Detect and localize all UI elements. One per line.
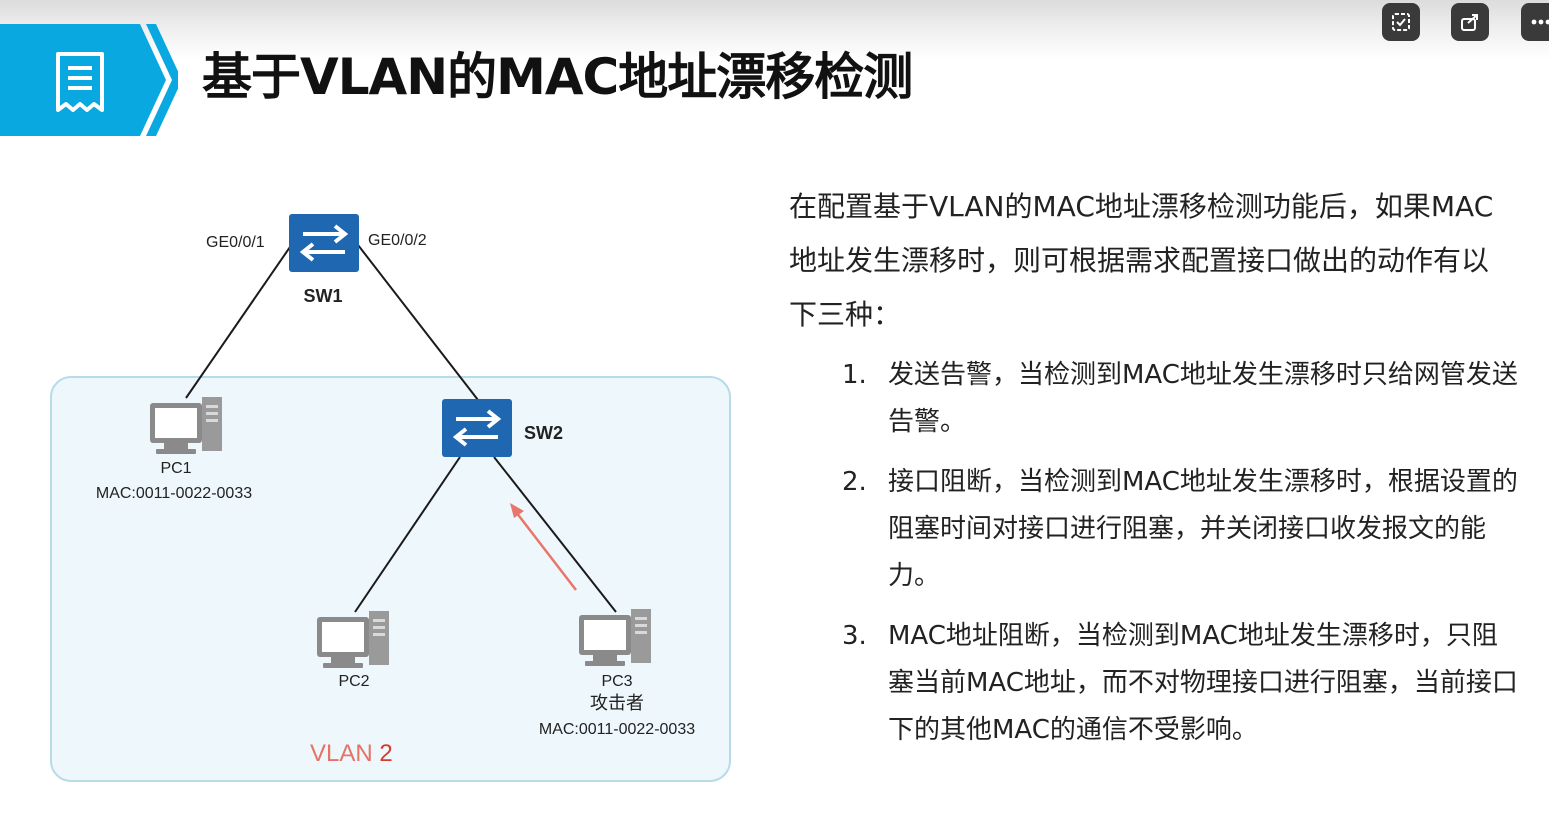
- vlan-label: VLAN 2: [310, 740, 393, 767]
- vlan-area: [50, 376, 731, 782]
- sw2-switch-icon: [440, 397, 514, 459]
- list-item-text: 接口阻断，当检测到MAC地址发生漂移时，根据设置的阻塞时间对接口进行阻塞，并关闭…: [888, 467, 1518, 591]
- sw1-switch-icon: [287, 212, 361, 274]
- title-banner: [0, 24, 178, 136]
- top-shade: [0, 0, 1549, 60]
- vlan-name: VLAN: [310, 740, 379, 767]
- list-item-text: 发送告警，当检测到MAC地址发生漂移时只给网管发送告警。: [888, 360, 1518, 437]
- list-item-number: 1.: [842, 360, 867, 390]
- list-item-number: 2.: [842, 467, 867, 497]
- attack-arrow: [510, 503, 577, 591]
- list-item: 3. MAC地址阻断，当检测到MAC地址发生漂移时，只阻塞当前MAC地址，而不对…: [838, 613, 1518, 754]
- pc3-mac: MAC:0011-0022-0033: [539, 721, 695, 738]
- action-list: 1. 发送告警，当检测到MAC地址发生漂移时只给网管发送告警。 2. 接口阻断，…: [838, 352, 1518, 767]
- list-item: 2. 接口阻断，当检测到MAC地址发生漂移时，根据设置的阻塞时间对接口进行阻塞，…: [838, 459, 1518, 600]
- sw1-port-left-label: GE0/0/1: [206, 234, 265, 251]
- network-diagram: GE0/0/1 GE0/0/2 SW1 SW2 PC1 MAC:0011-002…: [50, 212, 731, 782]
- list-item: 1. 发送告警，当检测到MAC地址发生漂移时只给网管发送告警。: [838, 352, 1518, 446]
- pc2-label: PC2: [338, 673, 369, 690]
- pc3-label: PC3: [601, 673, 632, 690]
- vision-toggle-icon: [1392, 13, 1410, 31]
- share-icon: [1461, 14, 1478, 31]
- link-lines: [185, 244, 617, 613]
- list-item-number: 3.: [842, 621, 867, 651]
- page-title: 基于VLAN的MAC地址漂移检测: [202, 48, 913, 106]
- vlan-id: 2: [379, 740, 392, 767]
- sw1-port-right-label: GE0/0/2: [368, 232, 427, 249]
- pc3-role: 攻击者: [590, 693, 644, 714]
- pc1-label: PC1: [160, 460, 191, 477]
- more-icon: [1531, 19, 1549, 25]
- share-button[interactable]: [1451, 3, 1489, 41]
- list-item-text: MAC地址阻断，当检测到MAC地址发生漂移时，只阻塞当前MAC地址，而不对物理接…: [888, 621, 1518, 745]
- more-button[interactable]: [1521, 3, 1549, 41]
- sw1-label: SW1: [303, 286, 342, 306]
- vision-toggle-button[interactable]: [1382, 3, 1420, 41]
- intro-paragraph: 在配置基于VLAN的MAC地址漂移检测功能后，如果MAC地址发生漂移时，则可根据…: [789, 190, 1494, 331]
- pc1-mac: MAC:0011-0022-0033: [96, 485, 252, 502]
- document-icon: [56, 52, 104, 112]
- sw2-label: SW2: [524, 423, 563, 443]
